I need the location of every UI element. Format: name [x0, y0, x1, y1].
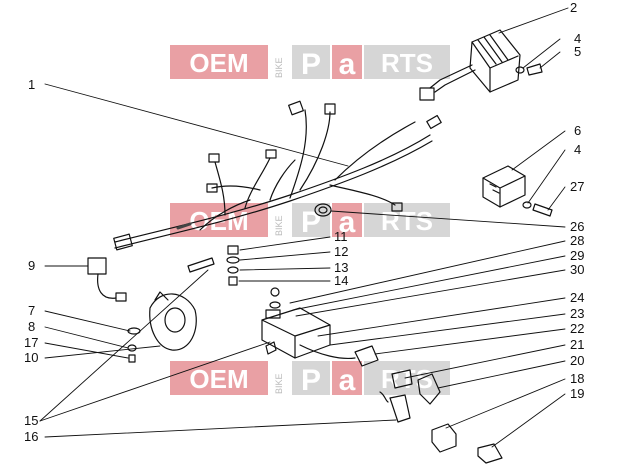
callout-10: 10 [24, 350, 38, 365]
callout-6: 6 [574, 123, 581, 138]
watermark-rts-text: RTS [381, 48, 433, 78]
watermark-bike-text: BIKE [274, 57, 284, 78]
watermark-p-text: P [301, 364, 321, 397]
callout-21: 21 [570, 337, 584, 352]
callout-22: 22 [570, 321, 584, 336]
callout-27: 27 [570, 179, 584, 194]
callout-4b: 4 [574, 142, 581, 157]
callout-23: 23 [570, 306, 584, 321]
bushing-stack [226, 245, 240, 286]
bracket-strip [187, 257, 215, 273]
watermark-a-text: a [339, 206, 356, 239]
spark-plug-cap [354, 345, 441, 423]
fuse-holder [431, 423, 503, 464]
callout-26: 26 [570, 219, 584, 234]
callout-4: 4 [574, 31, 581, 46]
callout-2: 2 [570, 0, 577, 15]
callout-9: 9 [28, 258, 35, 273]
callout-13: 13 [334, 260, 348, 275]
watermark-p-text: P [301, 206, 321, 239]
callout-7: 7 [28, 303, 35, 318]
leader-lines [39, 7, 569, 448]
callout-30: 30 [570, 262, 584, 277]
callout-19: 19 [570, 386, 584, 401]
watermark-p-text: P [301, 48, 321, 81]
callout-5: 5 [574, 44, 581, 59]
callout-14: 14 [334, 273, 348, 288]
callout-18: 18 [570, 371, 584, 386]
wiring-harness [113, 100, 442, 251]
watermark-bike-text: BIKE [274, 215, 284, 236]
watermark-top: OEM BIKE P a RTS [170, 45, 450, 81]
watermark-bike-text: BIKE [274, 373, 284, 394]
watermark-a-text: a [339, 364, 356, 397]
watermark-oem-text: OEM [189, 48, 248, 78]
callout-labels: 1 2 4 5 6 4 27 26 28 29 30 11 12 13 14 9… [24, 0, 584, 444]
relay-box [482, 165, 526, 208]
voltage-regulator [419, 29, 521, 101]
callout-11: 11 [334, 229, 348, 244]
watermark-bottom: OEM BIKE P a RTS [170, 361, 450, 397]
sensor-with-lead [87, 257, 127, 302]
watermark-rts-text: RTS [381, 364, 433, 394]
callout-15: 15 [24, 413, 38, 428]
watermark-rts-text: RTS [381, 206, 433, 236]
clip [265, 341, 277, 355]
callout-8: 8 [28, 319, 35, 334]
grommet-ring [314, 203, 332, 217]
callout-28: 28 [570, 233, 584, 248]
watermark-middle: OEM BIKE P a RTS [170, 203, 450, 239]
watermark-oem-text: OEM [189, 364, 248, 394]
washer-bolt-lower [522, 201, 553, 217]
watermark-a-text: a [339, 48, 356, 81]
washer-bolt-upper [515, 63, 543, 76]
callout-20: 20 [570, 353, 584, 368]
callout-29: 29 [570, 248, 584, 263]
callout-1: 1 [28, 77, 35, 92]
callout-12: 12 [334, 244, 348, 259]
callout-24: 24 [570, 290, 584, 305]
callout-16: 16 [24, 429, 38, 444]
pickup-coil [127, 291, 197, 363]
callout-17: 17 [24, 335, 38, 350]
